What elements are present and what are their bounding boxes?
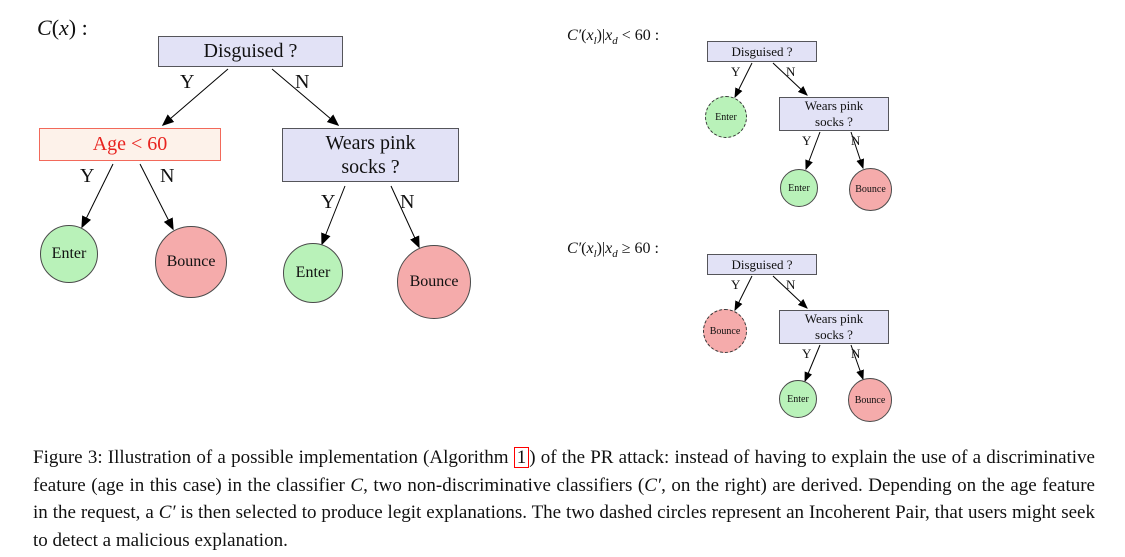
leaf-enter-t1: Enter bbox=[780, 169, 818, 207]
math-close: ) : bbox=[68, 15, 88, 40]
tree-label-main: C(x) : bbox=[37, 15, 88, 41]
leaf-bounce-socks-main: Bounce bbox=[397, 245, 471, 319]
node-label: Age < 60 bbox=[92, 133, 168, 156]
math-paren: ( bbox=[581, 27, 587, 44]
node-disguised-t1: Disguised ? bbox=[707, 41, 817, 62]
math-x: x bbox=[59, 15, 69, 40]
branch-label-n-t1-root: N bbox=[786, 64, 796, 79]
edge-main-disguised-age bbox=[161, 68, 229, 126]
math-x: x bbox=[586, 27, 594, 44]
node-label-line1: Wears pink bbox=[804, 98, 864, 114]
caption-text: , on the right) are derived. Depending o… bbox=[33, 474, 1095, 524]
caption-text: ) of the PR attack: instead of having to… bbox=[33, 447, 1095, 496]
math-sub-d: d bbox=[612, 248, 618, 261]
leaf-bounce-t1: Bounce bbox=[849, 168, 892, 211]
leaf-enter-t2: Enter bbox=[779, 380, 817, 418]
branch-label-n-t2-root: N bbox=[786, 277, 796, 292]
math-sub-l: l bbox=[593, 35, 597, 48]
math-x: x bbox=[605, 240, 613, 257]
node-disguised-t2: Disguised ? bbox=[707, 254, 817, 275]
math-sub-l: l bbox=[593, 248, 597, 261]
node-label-line2: socks ? bbox=[341, 156, 400, 178]
leaf-bounce-dashed-t2: Bounce bbox=[703, 309, 747, 353]
branch-label-n-main-root: N bbox=[295, 71, 310, 93]
math-c: C bbox=[37, 15, 52, 40]
math-x: x bbox=[605, 27, 613, 44]
branch-label-n-main-age: N bbox=[160, 165, 175, 187]
math-c: C bbox=[350, 474, 364, 496]
node-label: Disguised ? bbox=[731, 256, 793, 272]
node-label: Disguised ? bbox=[731, 43, 793, 59]
tree-label-ge60: C′(xl)|xd ≥ 60 : bbox=[567, 240, 659, 260]
node-age: Age < 60 bbox=[39, 128, 221, 161]
tree-label-lt60: C′(xl)|xd < 60 : bbox=[567, 27, 659, 47]
leaf-label: Enter bbox=[295, 264, 331, 281]
math-sub-d: d bbox=[612, 35, 618, 48]
algorithm-ref-link[interactable]: 1 bbox=[513, 447, 530, 468]
caption-text: Figure 3: Illustration of a possible imp… bbox=[33, 447, 514, 468]
math-paren: ( bbox=[51, 15, 60, 40]
leaf-label: Enter bbox=[715, 111, 737, 123]
branch-label-y-t2-root: Y bbox=[731, 277, 741, 292]
leaf-label: Bounce bbox=[166, 253, 216, 270]
math-paren: ( bbox=[581, 240, 587, 257]
leaf-label: Bounce bbox=[409, 273, 459, 290]
leaf-label: Bounce bbox=[854, 394, 886, 406]
node-label-line1: Wears pink bbox=[804, 311, 864, 327]
leaf-enter-age: Enter bbox=[40, 225, 98, 283]
node-label-line2: socks ? bbox=[815, 114, 853, 129]
leaf-label: Bounce bbox=[855, 184, 886, 195]
node-socks-t1: Wears pink socks ? bbox=[779, 97, 889, 131]
math-bar: )| bbox=[596, 27, 606, 44]
leaf-enter-dashed-t1: Enter bbox=[705, 96, 747, 138]
leaf-label: Bounce bbox=[709, 325, 741, 337]
leaf-bounce-t2: Bounce bbox=[848, 378, 892, 422]
leaf-label: Enter bbox=[787, 393, 809, 405]
branch-label-n-t1-socks: N bbox=[851, 133, 861, 148]
node-label-line2: socks ? bbox=[815, 327, 853, 342]
node-label: Disguised ? bbox=[203, 40, 298, 63]
caption-text: is then selected to produce legit explan… bbox=[33, 502, 1095, 551]
node-disguised-main: Disguised ? bbox=[158, 36, 343, 67]
math-x: x bbox=[586, 240, 594, 257]
figure-caption: Figure 3: Illustration of a possible imp… bbox=[33, 444, 1095, 554]
branch-label-n-t2-socks: N bbox=[851, 346, 861, 361]
branch-label-y-main-root: Y bbox=[180, 71, 195, 93]
math-cond: ≥ 60 : bbox=[617, 240, 659, 257]
branch-label-y-main-socks: Y bbox=[321, 191, 336, 213]
math-c-prime: C′ bbox=[644, 474, 662, 496]
math-c-prime: C′ bbox=[567, 240, 582, 257]
node-label-line1: Wears pink bbox=[325, 131, 416, 154]
math-bar: )| bbox=[596, 240, 606, 257]
branch-label-y-t2-socks: Y bbox=[802, 346, 812, 361]
leaf-bounce-age: Bounce bbox=[155, 226, 227, 298]
branch-label-y-main-age: Y bbox=[80, 165, 95, 187]
node-socks-t2: Wears pink socks ? bbox=[779, 310, 889, 344]
node-socks-main: Wears pink socks ? bbox=[282, 128, 459, 182]
leaf-enter-socks-main: Enter bbox=[283, 243, 343, 303]
branch-label-y-t1-root: Y bbox=[731, 64, 741, 79]
leaf-label: Enter bbox=[788, 182, 810, 194]
leaf-label: Enter bbox=[51, 245, 87, 262]
branch-label-n-main-socks: N bbox=[400, 191, 415, 213]
math-c-prime: C′ bbox=[567, 27, 582, 44]
math-c-prime: C′ bbox=[158, 502, 176, 523]
caption-text: , two non-discriminative classifiers ( bbox=[363, 474, 645, 496]
branch-label-y-t1-socks: Y bbox=[802, 133, 812, 148]
math-cond: < 60 : bbox=[617, 27, 660, 44]
